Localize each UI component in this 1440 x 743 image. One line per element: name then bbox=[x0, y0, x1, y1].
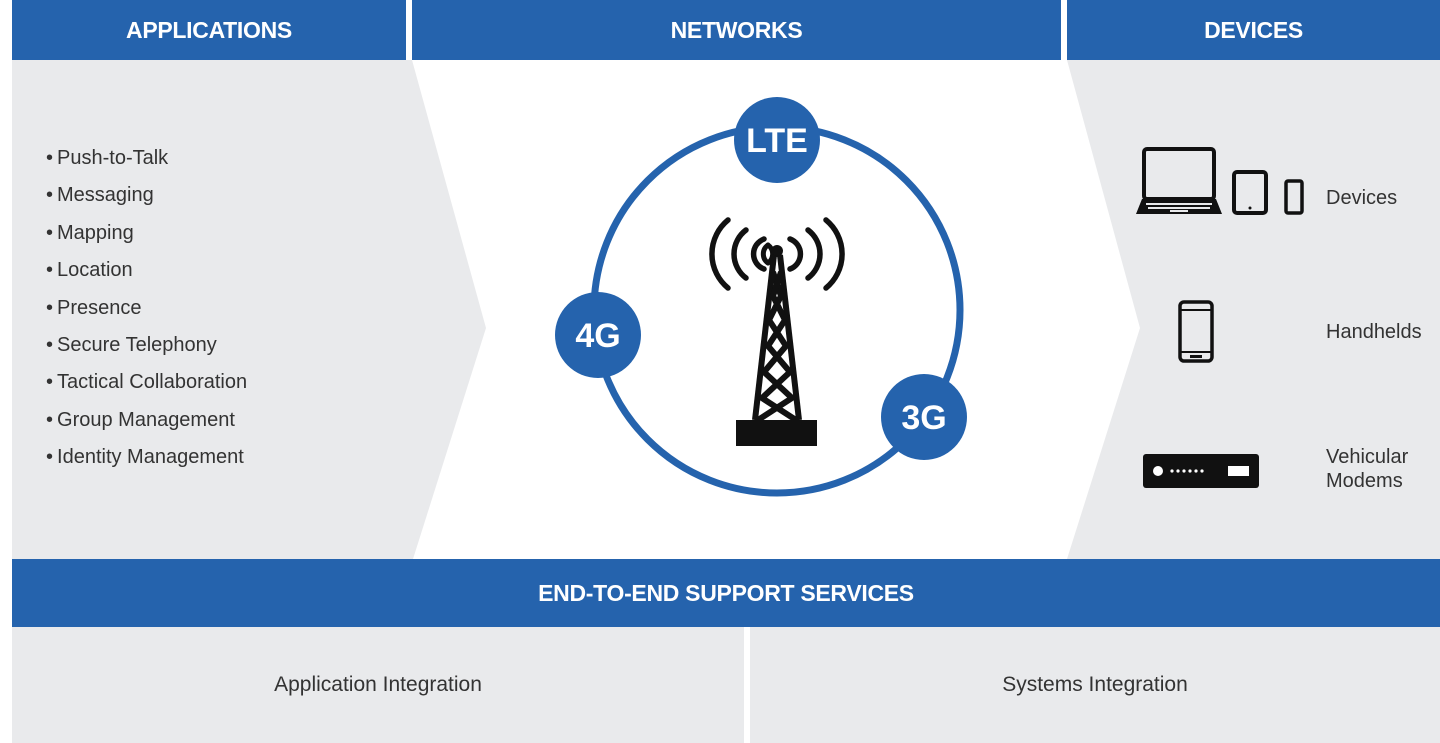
handheld-icon bbox=[1178, 300, 1214, 363]
app-item-messaging: Messaging bbox=[46, 180, 247, 217]
4g-badge: 4G bbox=[555, 292, 641, 378]
handhelds-label: Handhelds bbox=[1326, 321, 1422, 343]
lte-badge-label: LTE bbox=[746, 122, 808, 160]
laptop-icon bbox=[1136, 147, 1222, 214]
support-services-header: END-TO-END SUPPORT SERVICES bbox=[12, 559, 1440, 627]
applications-header: APPLICATIONS bbox=[12, 0, 406, 60]
devices-icon-group bbox=[1136, 147, 1304, 215]
devices-panel bbox=[1067, 60, 1440, 559]
3g-badge: 3G bbox=[881, 374, 967, 460]
tablet-icon bbox=[1232, 170, 1268, 215]
app-item-presence: Presence bbox=[46, 293, 247, 330]
4g-badge-label: 4G bbox=[575, 317, 620, 355]
networks-header: NETWORKS bbox=[412, 0, 1061, 60]
app-item-location: Location bbox=[46, 255, 247, 292]
app-item-tactical-collaboration: Tactical Collaboration bbox=[46, 367, 247, 404]
app-item-secure-telephony: Secure Telephony bbox=[46, 330, 247, 367]
app-item-group-management: Group Management bbox=[46, 405, 247, 442]
networks-diagram: LTE 4G 3G bbox=[555, 97, 967, 497]
application-integration-box: Application Integration bbox=[12, 627, 744, 743]
lte-badge: LTE bbox=[734, 97, 820, 183]
applications-list: Push-to-Talk Messaging Mapping Location … bbox=[46, 143, 247, 480]
devices-header: DEVICES bbox=[1067, 0, 1440, 60]
app-item-push-to-talk: Push-to-Talk bbox=[46, 143, 247, 180]
3g-badge-label: 3G bbox=[901, 399, 946, 437]
app-item-mapping: Mapping bbox=[46, 218, 247, 255]
application-integration-label: Application Integration bbox=[274, 673, 482, 696]
smartphone-icon bbox=[1284, 179, 1304, 215]
cell-tower-icon bbox=[709, 217, 845, 446]
app-item-identity-management: Identity Management bbox=[46, 442, 247, 479]
devices-label: Devices bbox=[1326, 187, 1398, 209]
systems-integration-box: Systems Integration bbox=[750, 627, 1440, 743]
systems-integration-label: Systems Integration bbox=[1002, 673, 1188, 696]
vehicular-modem-icon bbox=[1143, 454, 1259, 488]
vehicular-modems-label: Vehicular Modems bbox=[1326, 446, 1409, 492]
